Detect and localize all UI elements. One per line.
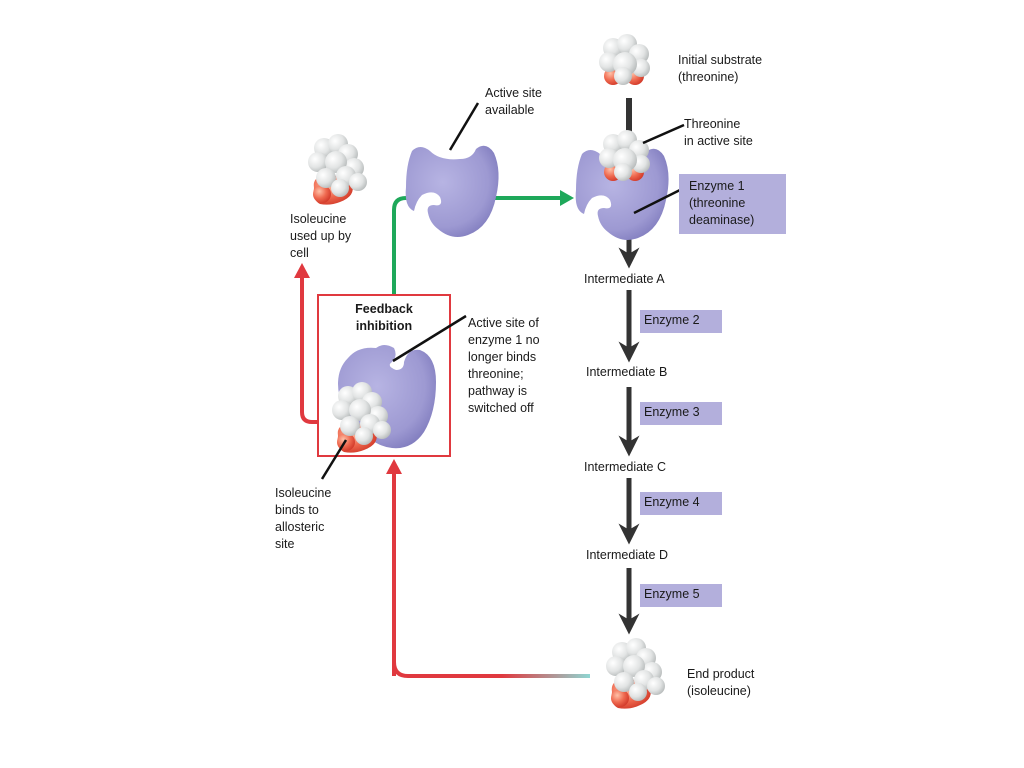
- intermediate-d: Intermediate D: [586, 548, 668, 562]
- threonine-molecule-initial: [599, 34, 650, 85]
- hydrogen-atom: [606, 656, 626, 676]
- hydrogen-atom: [349, 173, 367, 191]
- hydrogen-atom: [614, 67, 632, 85]
- enzyme-5-label: Enzyme 5: [640, 584, 722, 607]
- green-connector-up: [392, 196, 412, 295]
- hydrogen-atom: [316, 168, 336, 188]
- label-end-product: End product (isoleucine): [687, 667, 755, 698]
- oxygen-atom: [611, 689, 629, 707]
- feedback-inhibition-box: [317, 294, 451, 457]
- intermediate-c: Intermediate C: [584, 460, 666, 474]
- leader-active-site-available: [448, 102, 480, 151]
- enzyme-2-label: Enzyme 2: [640, 310, 722, 333]
- hydrogen-atom: [614, 672, 634, 692]
- feedback-arrowhead: [386, 459, 402, 474]
- label-initial-substrate: Initial substrate (threonine): [678, 53, 763, 84]
- intermediate-a: Intermediate A: [584, 272, 665, 286]
- hydrogen-atom: [355, 427, 373, 445]
- label-active-site-no-longer-binds: Active site of enzyme 1 no longer binds …: [468, 316, 540, 415]
- feedback-loop-line: [392, 472, 590, 678]
- label-feedback-inhibition: Feedback inhibition: [355, 302, 413, 333]
- hydrogen-atom: [614, 163, 632, 181]
- hydrogen-atom: [332, 400, 352, 420]
- hydrogen-atom: [331, 179, 349, 197]
- enzyme-4-label: Enzyme 4: [640, 492, 722, 515]
- hydrogen-atom: [340, 416, 360, 436]
- hydrogen-atom: [647, 677, 665, 695]
- hydrogen-atom: [308, 152, 328, 172]
- enzyme-3-label: Enzyme 3: [640, 402, 722, 425]
- hydrogen-atom: [373, 421, 391, 439]
- label-threonine-in-active-site: Threonine in active site: [684, 117, 753, 148]
- leader-threonine-in-site: [642, 123, 685, 145]
- green-arrowhead: [560, 190, 574, 206]
- leader-allosteric-site: [320, 439, 348, 480]
- hydrogen-atom: [629, 683, 647, 701]
- enzyme-free: [405, 145, 499, 237]
- oxygen-atom: [313, 185, 331, 203]
- leader-active-site-no-longer-binds: [392, 314, 467, 363]
- intermediate-b: Intermediate B: [586, 365, 668, 379]
- enzyme-1-label: Enzyme 1 (threonine deaminase): [679, 174, 786, 234]
- used-up-arrowhead: [294, 263, 310, 278]
- isoleucine-molecule-used-up: [308, 134, 367, 205]
- label-isoleucine-binds-allosteric: Isoleucine binds to allosteric site: [275, 486, 332, 551]
- label-active-site-available: Active site available: [485, 86, 542, 117]
- isoleucine-molecule-end-product: [606, 638, 665, 709]
- isoleucine-molecule-bound: [332, 382, 391, 453]
- leader-enzyme1: [633, 185, 687, 215]
- used-up-line: [300, 276, 318, 424]
- label-isoleucine-used-up: Isoleucine used up by cell: [290, 212, 352, 260]
- threonine-molecule-in-active-site: [599, 130, 650, 181]
